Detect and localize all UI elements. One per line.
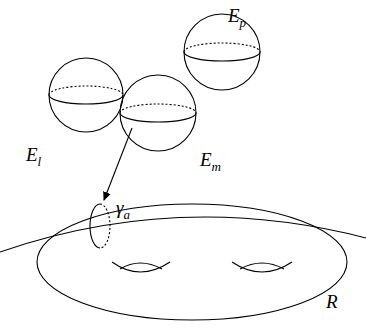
math-label: γa: [116, 198, 130, 217]
loop-front: [90, 204, 100, 248]
hole-lower: [112, 262, 170, 272]
sphere-equator-back: [120, 104, 196, 113]
sphere-equator-back: [49, 86, 123, 95]
sphere-equator-back: [184, 43, 260, 52]
hole-upper: [120, 263, 162, 269]
sphere-equator: [49, 95, 123, 104]
math-label: R: [326, 292, 338, 311]
hole-upper: [240, 263, 284, 269]
sphere: [120, 75, 196, 151]
math-label: Ep: [228, 6, 246, 25]
math-label: Em: [200, 150, 221, 169]
sphere: [184, 14, 260, 90]
math-label: El: [26, 145, 41, 164]
hole-lower: [232, 262, 292, 272]
surface-outline: [37, 204, 347, 320]
sphere: [49, 58, 123, 132]
map-arrow: [104, 128, 132, 200]
sphere-equator: [184, 52, 260, 61]
loop-back: [100, 204, 110, 248]
sphere-equator: [120, 113, 196, 122]
